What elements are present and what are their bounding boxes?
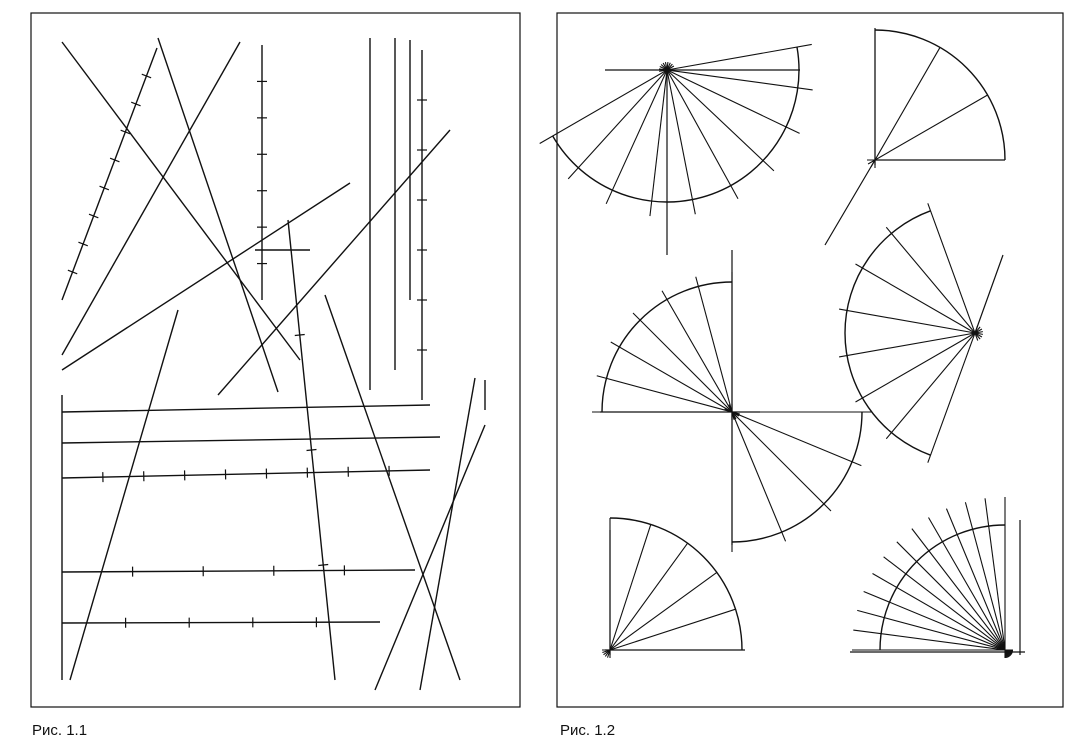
ray [725,405,832,512]
ray [964,502,1008,658]
ray [927,325,979,463]
practice-line [61,182,351,371]
tick-mark [318,563,329,567]
ray [695,276,735,420]
practice-line [61,41,241,356]
ray [974,254,1004,334]
ray [602,608,736,653]
figure-1-2-caption: Рис. 1.2 [560,722,616,739]
ray [603,571,718,656]
arc [552,46,800,203]
axis-line [824,159,876,246]
ray [604,542,689,657]
ray [724,408,862,467]
ray [867,94,988,165]
angle-fan [602,517,743,658]
practice-line [324,294,461,681]
ray [885,226,981,340]
tick-mark [141,73,152,79]
figure-1-1-frame [30,12,521,708]
ray [596,375,740,415]
ray [728,404,787,542]
practice-line [217,129,451,396]
ray [839,331,983,358]
ray [857,609,1013,653]
practice-line [61,569,416,573]
ray [659,66,800,134]
ray [885,326,981,440]
practice-line [61,47,158,301]
ray [984,498,1007,659]
arc [844,210,931,456]
practice-line [61,436,441,444]
ray [605,62,671,205]
tick-mark [88,213,99,219]
ray [853,629,1014,652]
practice-line [61,621,381,624]
angle-fan [839,203,983,463]
tick-mark [67,269,78,275]
ray [872,573,1013,655]
figure-1-2-frame [556,12,1064,708]
angle-fan [724,404,872,552]
practice-line [61,469,431,479]
practice-line [61,41,301,361]
figure-1-1-line-exercises [30,12,521,708]
ray [927,203,979,341]
tick-mark [120,129,131,135]
ray [632,312,739,419]
tick-mark [306,448,317,452]
ray [610,341,740,417]
practice-line [419,377,476,691]
angle-fan [539,43,813,217]
practice-line [61,404,431,413]
practice-line [69,309,179,681]
ray [664,62,696,215]
tick-mark [130,101,141,107]
ray [660,64,775,172]
tick-mark [109,157,120,163]
arc [609,517,743,651]
figure-1-1-caption: Рис. 1.1 [32,722,88,739]
ray [855,263,983,338]
tick-mark [99,185,110,191]
ray [945,508,1009,658]
ray [928,517,1010,658]
ray [855,328,983,403]
angle-fan [592,272,740,420]
ray [659,43,812,72]
angle-fan [852,497,1014,659]
ray [662,62,739,199]
ray [883,556,1012,656]
ray [567,63,673,180]
tick-mark [294,333,305,337]
practice-line [374,424,486,691]
ray [839,308,983,335]
ray [661,290,737,420]
ray [539,65,675,144]
figure-1-2-angle-fans [539,12,1064,708]
ray [896,541,1012,657]
ray [863,590,1013,654]
tick-mark [78,241,89,247]
angle-fan [867,29,1006,168]
practice-line [157,37,279,393]
ray [607,524,652,658]
ray [649,61,669,217]
ray [911,528,1011,657]
ray [658,68,813,91]
ray [870,47,941,168]
arc [874,29,1006,161]
